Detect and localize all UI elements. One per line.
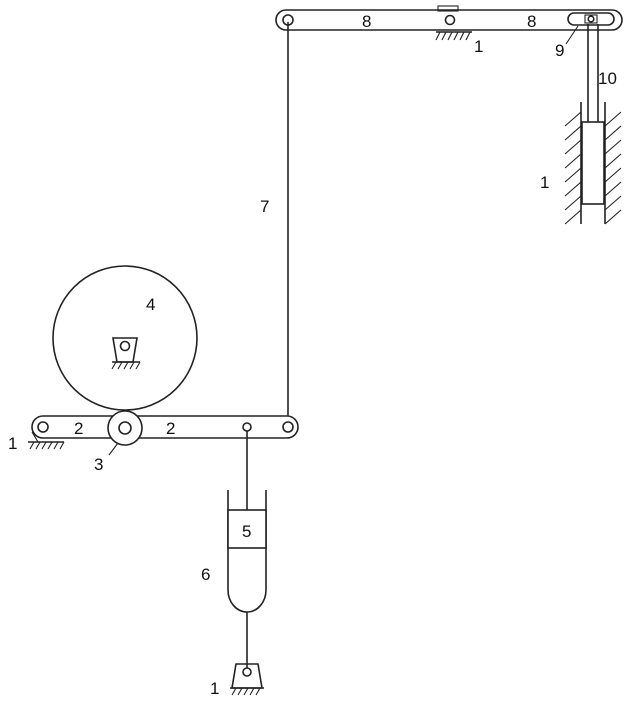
label-cylinder: 6 <box>201 565 210 584</box>
slider-block <box>581 121 605 205</box>
slot-leader <box>565 25 579 45</box>
bottom-ground <box>230 663 264 696</box>
top-link-8 <box>275 5 623 31</box>
piston-5 <box>227 509 267 549</box>
lever-pivot-ground <box>28 431 65 450</box>
label-guide-ground: 1 <box>540 173 549 192</box>
roller-leader <box>108 442 119 456</box>
label-roller: 3 <box>94 455 103 474</box>
label-slot: 9 <box>555 41 564 60</box>
lever-2 <box>31 415 299 439</box>
label-slider-rod: 10 <box>598 69 617 88</box>
slot-9 <box>567 12 615 26</box>
label-cam: 4 <box>146 295 155 314</box>
roller-3 <box>107 410 143 446</box>
lever-right-pin <box>282 421 294 433</box>
cam-4 <box>52 265 198 411</box>
label-bottom-ground: 1 <box>210 679 219 698</box>
label-lever-pivot-ground: 1 <box>8 434 17 453</box>
label-lever-right: 2 <box>166 419 175 438</box>
label-lever-left: 2 <box>74 419 83 438</box>
label-top-link-left: 8 <box>362 12 371 31</box>
top-middle-pin <box>444 14 456 26</box>
slider-guide-ground <box>564 102 622 225</box>
label-long-rod: 7 <box>260 197 269 216</box>
label-top-pivot-ground: 1 <box>474 37 483 56</box>
slider-rod-10 <box>581 24 605 205</box>
label-piston: 5 <box>242 522 251 541</box>
top-pivot-ground <box>435 31 472 41</box>
lever-left-pin <box>37 421 49 433</box>
label-top-link-right: 8 <box>527 12 536 31</box>
